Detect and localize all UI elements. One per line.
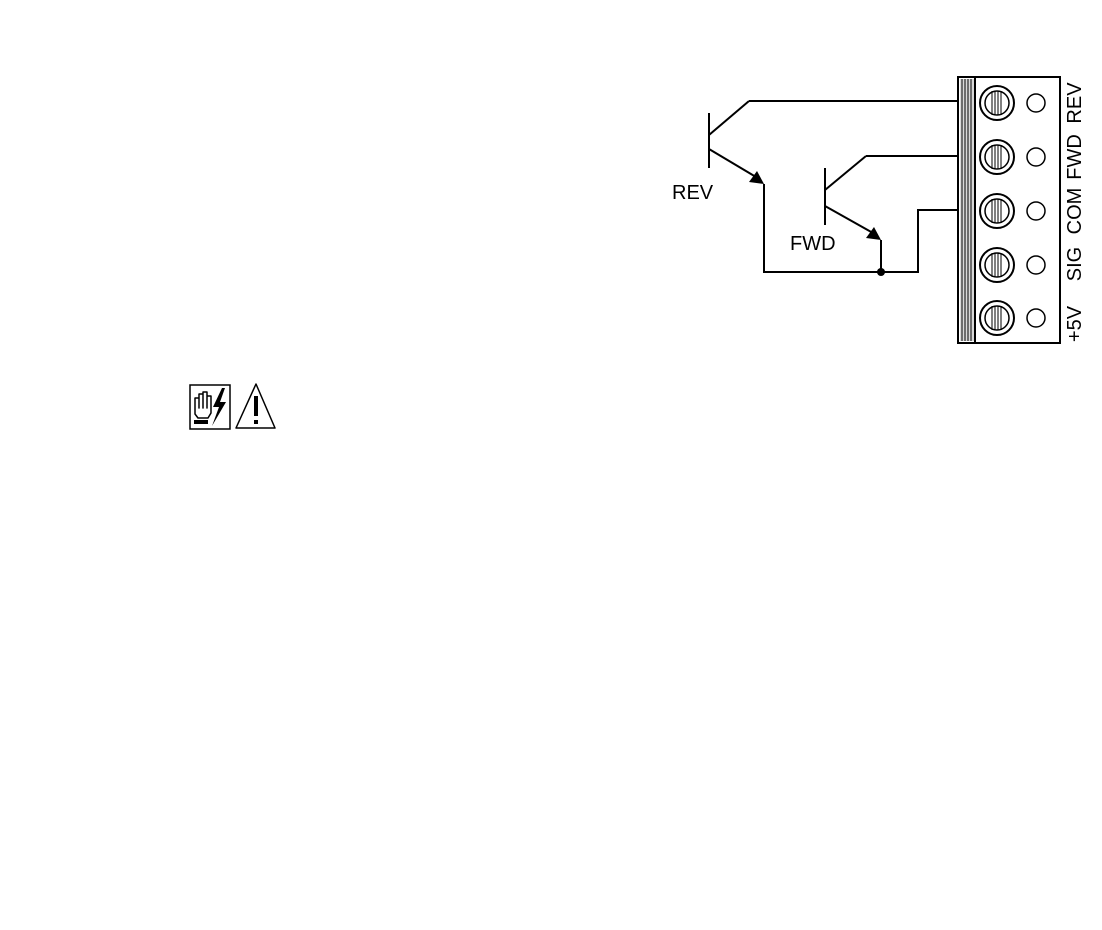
terminal-label-com: COM	[1064, 188, 1086, 235]
rev-transistor-collector	[709, 101, 749, 135]
terminal-hole-icon	[1027, 202, 1045, 220]
fwd-transistor-label: FWD	[790, 233, 836, 255]
caution-triangle-icon	[236, 384, 275, 428]
terminal-label-sig: SIG	[1064, 247, 1086, 281]
rev-transistor-emitter	[709, 149, 756, 177]
fwd-transistor-emitter	[825, 206, 873, 233]
wire-emitters-to-com-terminal	[764, 184, 960, 272]
terminal-label-5v: +5V	[1064, 305, 1086, 342]
electric-shock-hand-icon	[190, 385, 230, 429]
fwd-transistor-collector	[825, 156, 866, 190]
wiring	[749, 101, 960, 276]
terminal-hole-icon	[1027, 309, 1045, 327]
terminal-label-rev: REV	[1064, 82, 1086, 124]
fwd-transistor: FWD	[790, 156, 881, 255]
fwd-emitter-arrow-icon	[866, 227, 881, 240]
terminal-hole-icon	[1027, 148, 1045, 166]
terminal-label-fwd: FWD	[1064, 134, 1086, 180]
rev-transistor-label: REV	[672, 182, 714, 204]
terminal-hole-icon	[1027, 256, 1045, 274]
rev-emitter-arrow-icon	[749, 171, 764, 184]
terminal-hole-icon	[1027, 94, 1045, 112]
terminal-block: REV FWD COM SIG +5V	[958, 77, 1086, 343]
rev-transistor: REV	[672, 101, 764, 204]
junction-dot	[877, 268, 885, 276]
